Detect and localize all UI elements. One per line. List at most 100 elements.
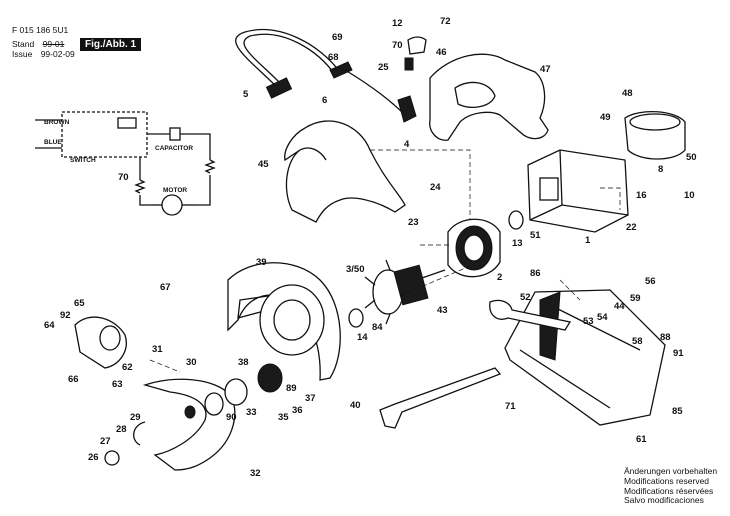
base-plate-61: [504, 289, 666, 426]
part-callout: 28: [116, 424, 127, 435]
label-blue: BLUE: [44, 139, 62, 146]
part-callout: 86: [530, 268, 541, 279]
lower-blade-guard-32: [142, 378, 236, 471]
part-callout: 44: [614, 301, 625, 312]
part-callout: 56: [645, 276, 656, 287]
nut-26: [104, 450, 120, 466]
note-line: Modifications réservées: [624, 485, 714, 496]
label-switch: SWITCH: [70, 157, 96, 164]
part-callout: 51: [530, 230, 541, 241]
stand-value: 99-01: [42, 39, 65, 49]
stand-line: Stand 99-01: [12, 39, 64, 49]
armature-3-50: [364, 259, 446, 325]
part-callout: 46: [436, 47, 447, 58]
part-callout: 53: [583, 316, 594, 327]
label-capacitor: CAPACITOR: [155, 145, 193, 152]
part-callout: 4: [404, 139, 410, 150]
bearing-51: [508, 210, 524, 230]
part-callout: 58: [632, 336, 643, 347]
part-callout: 30: [186, 357, 197, 368]
cord-guard: [329, 61, 353, 79]
handle-half-45: [284, 120, 406, 223]
handle-half-46: [429, 53, 549, 141]
part-callout: 92: [60, 310, 71, 321]
part-callout: 84: [372, 322, 383, 333]
stand-label: Stand: [12, 39, 35, 49]
part-callout: 26: [88, 452, 99, 463]
part-callout: 10: [684, 190, 695, 201]
part-callout: 29: [130, 412, 141, 423]
part-callout: 27: [100, 436, 111, 447]
part-callout: 45: [258, 159, 269, 170]
part-callout: 8: [658, 164, 663, 175]
schematic-part-ref: 70: [118, 172, 129, 183]
field-coil-left: [134, 179, 146, 194]
part-callout: 72: [440, 16, 451, 27]
gear-38: [257, 363, 283, 393]
part-callout: 59: [630, 293, 641, 304]
issue-value: 99-02-09: [40, 49, 75, 59]
part-callout: 52: [520, 292, 531, 303]
part-callout: 25: [378, 62, 389, 73]
part-callout: 38: [238, 357, 249, 368]
part-callout: 68: [328, 52, 339, 63]
part-callout: 35: [278, 412, 289, 423]
doc-number: F 015 186 5U1: [12, 25, 69, 35]
part-labels: 123/504568101213141622232425262728293031…: [44, 16, 697, 479]
washer-90: [204, 392, 224, 416]
bearing-14: [348, 308, 364, 328]
note-line: Änderungen vorbehalten: [624, 466, 718, 476]
part-callout: 23: [408, 217, 419, 228]
part-callout: 39: [256, 257, 267, 268]
part-callout: 16: [636, 190, 647, 201]
part-callout: 32: [250, 468, 261, 479]
part-callout: 54: [597, 312, 608, 323]
label-motor: MOTOR: [163, 187, 187, 194]
part-callout: 37: [305, 393, 316, 404]
part-callout: 71: [505, 401, 516, 412]
part-callout: 3/50: [346, 264, 365, 275]
cable-clamp-12: [407, 36, 427, 55]
motor-housing-1: [527, 149, 629, 233]
note-line: Modifications reserved: [624, 475, 710, 486]
figure-label: Fig./Abb. 1: [80, 38, 142, 51]
part-callout: 49: [600, 112, 611, 123]
part-callout: 89: [286, 383, 297, 394]
field-coil-right: [204, 159, 216, 174]
cord-lead: [344, 69, 406, 116]
plug-icon: [265, 77, 293, 99]
part-callout: 2: [497, 272, 502, 283]
part-callout: 12: [392, 18, 403, 29]
part-callout: 33: [246, 407, 257, 418]
part-callout: 88: [660, 332, 671, 343]
part-callout: 62: [122, 362, 133, 373]
power-cord: [235, 28, 406, 116]
switch-box: [61, 111, 148, 158]
part-callout: 14: [357, 332, 368, 343]
wire-left: [139, 157, 150, 206]
motor-symbol: [161, 194, 183, 216]
part-callout: 64: [44, 320, 55, 331]
part-callout: 70: [392, 40, 403, 51]
retaining-ring-29: [133, 421, 146, 446]
depth-lever-52: [489, 299, 572, 331]
brush-cover-48: [624, 110, 686, 160]
part-callout: 67: [160, 282, 171, 293]
issue-label: Issue: [12, 49, 33, 59]
part-callout: 63: [112, 379, 123, 390]
part-callout: 13: [512, 238, 523, 249]
capacitor-symbol: [169, 127, 181, 141]
part-callout: 61: [636, 434, 647, 445]
note-line: Salvo modificaciones: [624, 495, 704, 506]
switch-body: [397, 95, 417, 123]
part-callout: 47: [540, 64, 551, 75]
part-callout: 40: [350, 400, 361, 411]
part-callout: 90: [226, 412, 237, 423]
modifications-note: Änderungen vorbehalten Modifications res…: [624, 466, 718, 506]
label-brown: BROWN: [44, 119, 70, 126]
issue-line: Issue 99-02-09: [12, 49, 75, 59]
part-callout: 91: [673, 348, 684, 359]
part-callout: 6: [322, 95, 327, 106]
part-callout: 24: [430, 182, 441, 193]
wire-to-motor: [180, 133, 211, 206]
